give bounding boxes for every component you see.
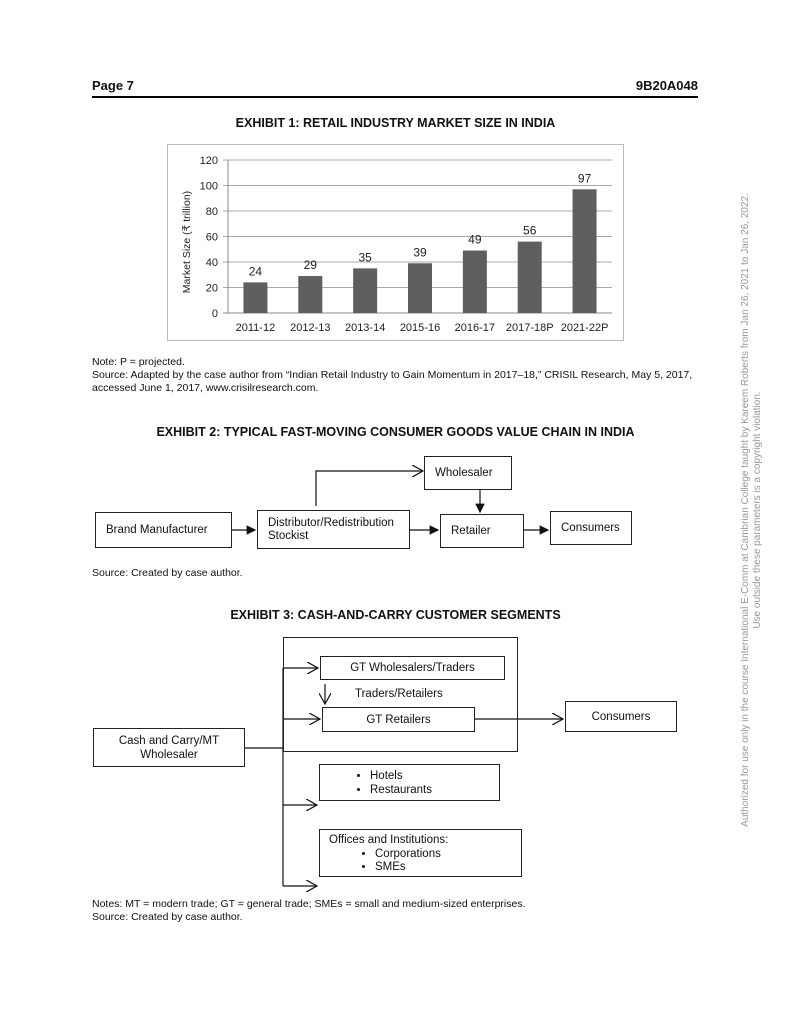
- x-tick-label: 2016-17: [455, 322, 495, 334]
- header-rule: [92, 96, 698, 98]
- data-label: 35: [358, 250, 372, 264]
- bar-2017-18P: [517, 241, 542, 313]
- item-smes: SMEs: [375, 861, 521, 875]
- data-label: 29: [304, 258, 318, 272]
- bar-2012-13: [298, 276, 323, 313]
- exhibit2-source: Source: Created by case author.: [92, 567, 243, 579]
- node-brand-manufacturer: Brand Manufacturer: [95, 512, 232, 548]
- exhibit3-source: Source: Created by case author.: [92, 911, 243, 923]
- y-tick-label: 80: [206, 206, 218, 218]
- node-consumers-3: Consumers: [565, 701, 677, 732]
- x-tick-label: 2021-22P: [561, 322, 609, 334]
- y-tick-label: 120: [200, 155, 218, 167]
- node-consumers: Consumers: [550, 511, 632, 545]
- document-code: 9B20A048: [635, 78, 698, 93]
- node-gt-retailers: GT Retailers: [322, 707, 475, 732]
- node-retailer: Retailer: [440, 514, 524, 548]
- x-tick-label: 2015-16: [400, 322, 440, 334]
- bar-2015-16: [408, 263, 432, 313]
- node-wholesaler: Wholesaler: [424, 456, 512, 490]
- item-corporations: Corporations: [375, 848, 521, 862]
- bar-2021-22P: [572, 189, 597, 313]
- bar-2016-17: [462, 250, 487, 313]
- y-tick-label: 100: [200, 181, 218, 193]
- offices-heading: Offices and Institutions:: [329, 834, 449, 846]
- arrow-distributor-wholesaler: [315, 471, 423, 506]
- exhibit2-title: EXHIBIT 2: TYPICAL FAST-MOVING CONSUMER …: [156, 425, 635, 439]
- node-distributor: Distributor/Redistribution Stockist: [257, 510, 410, 549]
- x-tick-label: 2017-18P: [506, 322, 554, 334]
- chart-frame: [167, 144, 624, 341]
- y-tick-label: 60: [206, 232, 218, 244]
- item-hotels: Hotels: [370, 769, 432, 783]
- y-tick-label: 40: [206, 257, 218, 269]
- exhibit3-title: EXHIBIT 3: CASH-AND-CARRY CUSTOMER SEGME…: [230, 608, 561, 622]
- node-hotels-restaurants: Hotels Restaurants: [319, 764, 500, 801]
- node-gt-wholesalers: GT Wholesalers/Traders: [320, 656, 505, 680]
- y-tick-label: 20: [206, 283, 218, 295]
- watermark-line2: Use outside these parameters is a copyri…: [752, 391, 763, 629]
- label-traders-retailers: Traders/Retailers: [355, 688, 443, 700]
- exhibit1-source: Source: Adapted by the case author from …: [92, 369, 693, 394]
- copyright-watermark: Authorized for use only in the course In…: [740, 193, 764, 827]
- page-number: Page 7: [92, 78, 134, 93]
- data-label: 97: [578, 171, 592, 185]
- bar-2013-14: [353, 268, 378, 313]
- data-label: 39: [413, 245, 427, 259]
- exhibit1-title: EXHIBIT 1: RETAIL INDUSTRY MARKET SIZE I…: [235, 116, 556, 130]
- market-size-chart: 0 20 40 60 80 100 120 24 2011-12 29 2012-13 35 2013-…: [181, 155, 612, 334]
- gt-group-frame: [283, 637, 518, 752]
- watermark-line1: Authorized for use only in the course In…: [740, 193, 751, 827]
- y-axis-label: Market Size (₹ trillion): [181, 191, 193, 293]
- node-cash-and-carry: Cash and Carry/MT Wholesaler: [93, 728, 245, 767]
- exhibit1-note: Note: P = projected.: [92, 356, 185, 368]
- data-label: 24: [249, 264, 263, 278]
- bar-2011-12: [243, 282, 268, 313]
- y-tick-label: 0: [212, 308, 218, 320]
- x-tick-label: 2012-13: [290, 322, 330, 334]
- item-restaurants: Restaurants: [370, 783, 432, 797]
- x-tick-label: 2013-14: [345, 322, 385, 334]
- node-offices-institutions: Offices and Institutions: Corporations S…: [319, 829, 522, 877]
- data-label: 49: [468, 233, 482, 247]
- exhibit3-notes: Notes: MT = modern trade; GT = general t…: [92, 898, 526, 910]
- x-tick-label: 2011-12: [236, 322, 276, 334]
- data-label: 56: [523, 224, 537, 238]
